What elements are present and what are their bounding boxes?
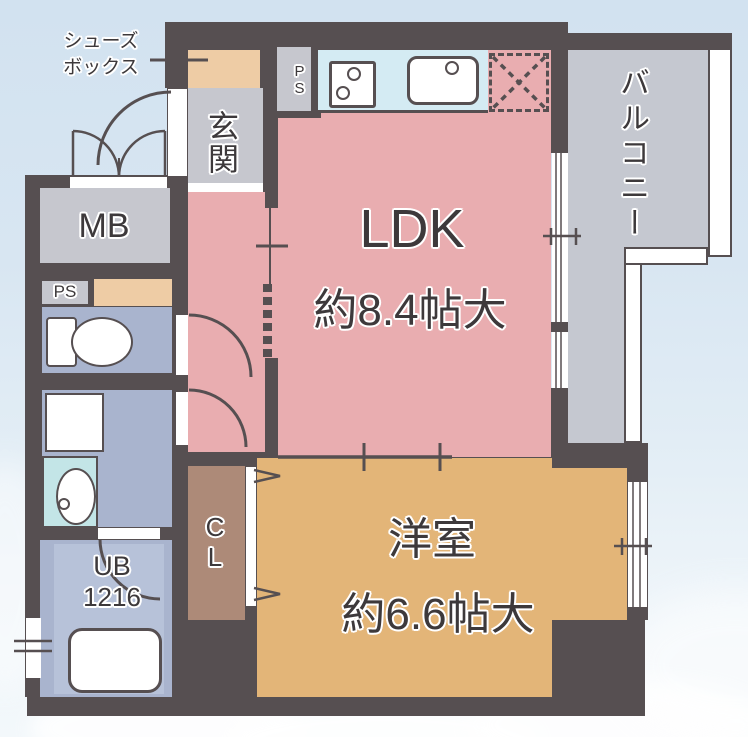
wall-above-front-door xyxy=(165,57,188,88)
washbasin-icon xyxy=(56,468,96,525)
balcony-label: バルコニー xyxy=(615,66,648,242)
entrance-step xyxy=(188,183,263,192)
closet-label: CL xyxy=(200,512,230,572)
shoe-box-label-line2: ボックス xyxy=(63,56,139,78)
western-room-size: 約6.6帖大 xyxy=(341,590,535,639)
western-room-name: 洋室 xyxy=(388,515,476,564)
meter-box-door-right-arc xyxy=(117,129,166,178)
wall-ldk-right-upper xyxy=(550,22,568,153)
entrance-door-arc xyxy=(96,90,172,166)
kitchen-counter-edge xyxy=(318,110,488,113)
floor-western-room xyxy=(257,458,552,697)
bedroom-window xyxy=(628,482,647,607)
balcony-railing-lower xyxy=(624,263,642,443)
ldk-name: LDK xyxy=(359,199,465,259)
wall-entry-ldk xyxy=(263,22,278,208)
ldk-size: 約8.4帖大 xyxy=(313,286,507,335)
toilet-icon-bowl xyxy=(71,317,133,367)
floor-closet xyxy=(188,466,245,620)
wall-bottom-right-block xyxy=(552,620,645,716)
floor-balcony-upper xyxy=(568,50,708,247)
shoe-box-label-line1: シューズ xyxy=(63,31,139,52)
washroom-door xyxy=(176,392,188,445)
floor-ldk-under-counter xyxy=(321,113,487,118)
pipe-space-left-label: PS xyxy=(53,282,77,301)
meter-box-door-left-arc xyxy=(72,129,121,178)
ldk-window-upper xyxy=(552,153,568,322)
floor-ldk xyxy=(278,118,551,457)
stove-burner xyxy=(347,67,361,81)
unit-bath-size: 1216 xyxy=(83,582,141,613)
floor-hall-opening xyxy=(265,208,278,358)
toilet-door xyxy=(176,315,188,375)
washing-machine-pan-icon xyxy=(45,393,104,452)
stove-burner xyxy=(336,86,350,100)
wall-closet-bottom-block xyxy=(172,620,257,697)
floor-balcony-lower xyxy=(568,247,624,443)
shoe-cabinet-icon xyxy=(188,50,260,88)
wall-hall-bottom xyxy=(172,452,282,466)
closet-door-panel xyxy=(245,466,257,607)
ldk-window-lower xyxy=(552,332,568,388)
front-door xyxy=(167,88,188,177)
bath-window xyxy=(26,618,41,678)
floor-entrance xyxy=(188,88,263,183)
entrance-label: 玄関 xyxy=(203,110,238,176)
refrigerator-space-dashed-icon xyxy=(489,53,549,112)
unit-bath-label: UB 1216 xyxy=(52,550,172,614)
pipe-space-kitchen-box xyxy=(277,47,311,111)
balcony-railing-step xyxy=(624,247,708,265)
washbasin-faucet xyxy=(58,498,70,510)
floor-western-room-extension xyxy=(552,468,627,620)
meter-box-label: MB xyxy=(78,207,130,245)
left-shelf-box xyxy=(94,279,172,306)
pipe-space-kitchen-label: PS xyxy=(291,63,308,97)
kitchen-sink-icon xyxy=(407,56,479,105)
wall-window-divider xyxy=(550,322,568,332)
floor-hallway xyxy=(188,192,265,452)
unit-bath-name: UB xyxy=(93,551,131,581)
wall-hall-ldk-stub xyxy=(265,358,278,457)
shoe-box-label: シューズ ボックス xyxy=(40,29,162,80)
wall-bottom xyxy=(27,697,552,716)
bathtub-icon xyxy=(68,628,162,693)
bath-door-sill xyxy=(98,528,160,539)
meter-box-sill xyxy=(70,177,167,188)
floor-meter-box xyxy=(40,188,170,263)
wall-closet-door-stub xyxy=(245,607,257,620)
sink-faucet xyxy=(445,61,459,75)
wall-balcony-top xyxy=(568,33,732,50)
pipe-space-left-box xyxy=(42,281,88,304)
balcony-railing-right xyxy=(708,48,732,257)
